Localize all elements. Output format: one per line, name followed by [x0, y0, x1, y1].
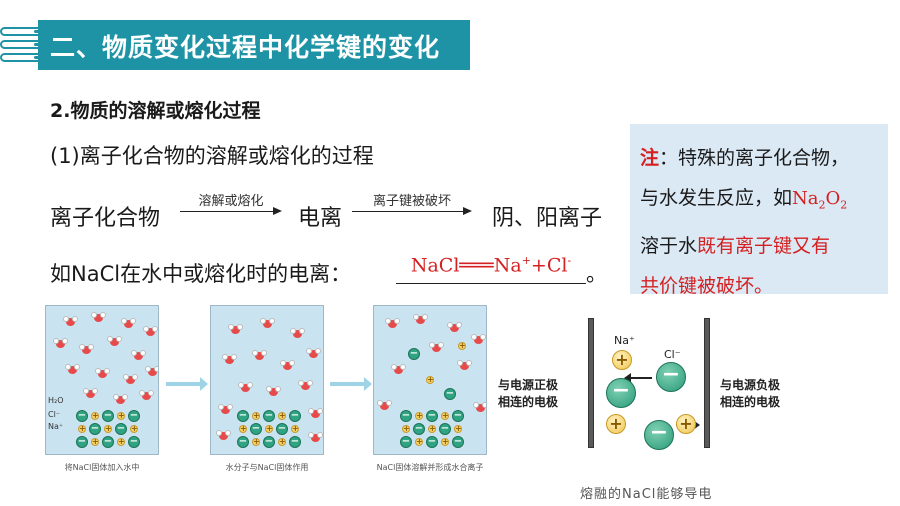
topic-heading: (1)离子化合物的溶解或熔化的过程 [50, 144, 374, 168]
arrow-label-dissolve-melt: 溶解或熔化 [198, 194, 264, 209]
process-arrow-2: 离子键被破坏 [352, 190, 472, 220]
ionization-prompt: 如NaCl在水中或熔化时的电离： [50, 262, 352, 286]
beaker-3: −++− −+−+− +−+−+ −+−+− [373, 305, 487, 455]
arrow-label-ionic-bond-broken: 离子键被破坏 [372, 194, 451, 209]
na-ion-icon: + [606, 414, 626, 434]
electrolysis-caption: 熔融的NaCl能够导电 [580, 487, 713, 502]
beaker-2: −+−+− +−+−+ −+−+− [210, 305, 324, 455]
note-formula-na2o2: Na2O2 [792, 188, 848, 212]
section-title: 二、物质变化过程中化学键的变化 [50, 33, 441, 62]
subsection-heading: 2.物质的溶解或熔化过程 [50, 100, 261, 122]
binder-rings-icon [0, 27, 48, 63]
na-ion-icon: + [676, 414, 696, 434]
note-box: 注：特殊的离子化合物， 与水发生反应，如Na2O2 溶于水既有离子键又有 共价键… [630, 124, 888, 297]
process-step-ions: 阴、阳离子 [492, 206, 603, 231]
positive-electrode-label: 与电源正极相连的电极 [498, 378, 559, 409]
cl-ion-icon: − [606, 378, 636, 408]
sentence-period: 。 [586, 262, 607, 286]
cl-ion-icon: − [644, 420, 674, 450]
beaker-2-caption: 水分子与NaCl固体作用 [225, 463, 309, 472]
banner-bar [38, 20, 470, 70]
process-step-ionic-compound: 离子化合物 [50, 206, 161, 231]
positive-electrode [588, 318, 594, 448]
flow-arrow-icon [166, 377, 208, 391]
ionization-equation-answer: NaCl═══Na++Cl- [396, 254, 586, 284]
cl-ion-label: Cl⁻ [664, 348, 681, 361]
negative-electrode [704, 318, 710, 448]
process-arrow-1: 溶解或熔化 [180, 190, 282, 220]
negative-electrode-label: 与电源负极相连的电极 [720, 378, 781, 409]
beaker-3-caption: NaCl固体溶解并形成水合离子 [376, 463, 484, 472]
arrow-head-icon [273, 207, 282, 215]
arrow-head-icon [463, 207, 472, 215]
na-ion-label: Na⁺ [614, 334, 635, 347]
na-ion-icon: + [612, 350, 632, 370]
flow-arrow-icon [330, 377, 372, 391]
beaker-1: −+−+− +−+−+ −+−+− H₂O Cl⁻ Na⁺ [45, 305, 159, 455]
arrow-left-icon [624, 373, 652, 383]
section-banner: 二、物质变化过程中化学键的变化 [0, 20, 470, 70]
note-label: 注 [640, 147, 660, 169]
beaker-1-caption: 将NaCl固体加入水中 [64, 463, 140, 472]
cl-ion-icon: − [656, 362, 686, 392]
process-step-ionization: 电离 [298, 206, 343, 231]
